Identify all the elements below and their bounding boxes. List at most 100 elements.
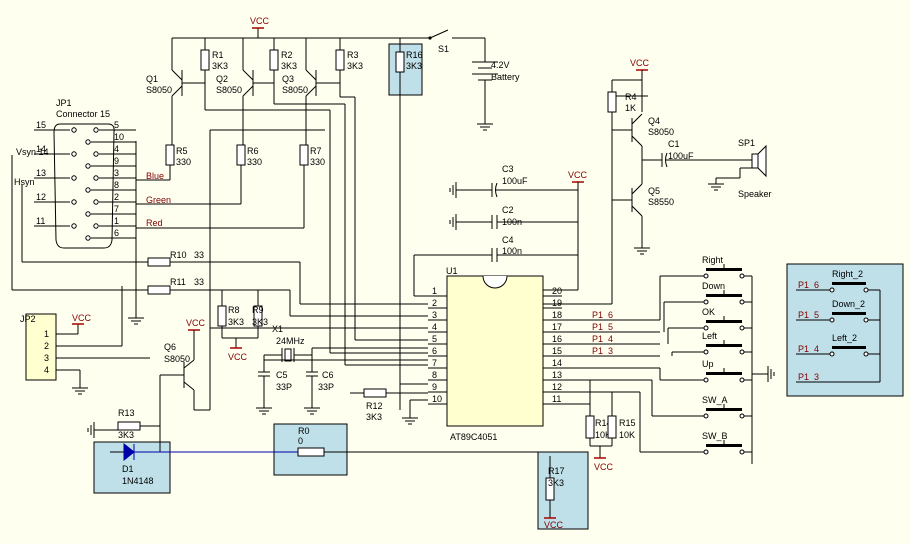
connector-pin-2: 2	[114, 192, 119, 202]
aux-net-p1-3: P1_3	[798, 372, 819, 382]
button-left[interactable]: Left	[678, 331, 752, 355]
aux-button-right-2[interactable]: Right_2	[820, 269, 880, 293]
button-sw-b[interactable]: SW_B	[678, 431, 752, 455]
q3-val: S8050	[282, 85, 308, 95]
q6-ref: Q6	[164, 342, 176, 352]
q1-val: S8050	[146, 85, 172, 95]
c4-val: 100n	[502, 246, 522, 256]
r1-ref: R1	[212, 50, 224, 60]
red-net: Red	[146, 218, 163, 228]
r15-ref: R15	[619, 418, 636, 428]
aux-button-down-2[interactable]: Down_2	[820, 299, 880, 323]
u1-pin-19: 19	[552, 298, 562, 308]
c3-ref: C3	[502, 164, 514, 174]
c6-ref: C6	[322, 370, 334, 380]
r10-val: 33	[194, 250, 204, 260]
r0-body	[297, 447, 325, 457]
jp2-ref: JP2	[20, 314, 36, 324]
aux-button-label-right-2: Right_2	[832, 269, 863, 279]
q1-ref: Q1	[146, 74, 158, 84]
q6-val: S8050	[164, 354, 190, 364]
r15-val: 10K	[619, 430, 635, 440]
connector-pin-15: 15	[36, 120, 46, 130]
aux-button-left-2[interactable]: Left_2	[820, 333, 880, 357]
button-right[interactable]: Right	[678, 255, 752, 279]
r5-val: 330	[176, 157, 191, 167]
r6-ref: R6	[247, 146, 259, 156]
q5-val: S8550	[648, 197, 674, 207]
r4-ref: R4	[625, 92, 637, 102]
r17-ref: R17	[548, 466, 565, 476]
r0-ref: R0	[298, 426, 310, 436]
vcc-audio: VCC	[630, 58, 650, 68]
u1-pin-11: 11	[552, 394, 561, 404]
q3-ref: Q3	[282, 74, 294, 84]
u1-val: AT89C4051	[450, 432, 497, 442]
r9-val: 3K3	[252, 317, 268, 327]
u1-pin-2: 2	[432, 298, 437, 308]
connector-pin-14: 14	[36, 144, 46, 154]
c2-val: 100n	[502, 217, 522, 227]
aux-net-p1-4: P1_4	[798, 344, 819, 354]
r13-ref: R13	[118, 408, 135, 418]
button-label-right: Right	[702, 255, 724, 265]
button-ok[interactable]: OK	[678, 307, 752, 331]
jp2-box	[25, 313, 57, 381]
c2-ref: C2	[502, 205, 514, 215]
vcc-chip: VCC	[568, 170, 588, 180]
button-sw-a[interactable]: SW_A	[678, 395, 752, 419]
jp1-val: Connector 15	[56, 109, 110, 119]
connector-pin-9: 9	[114, 156, 119, 166]
r16-val: 3K3	[406, 61, 422, 71]
jp1-ref: JP1	[56, 98, 72, 108]
vcc-q6: VCC	[186, 318, 206, 328]
battery-label: Battery	[491, 72, 520, 82]
r4-val: 1K	[625, 103, 636, 113]
q4-ref: Q4	[648, 116, 660, 126]
button-label-ok: OK	[702, 307, 715, 317]
vcc-r17: VCC	[544, 520, 564, 530]
r2-ref: R2	[281, 50, 293, 60]
x1-val: 24MHz	[276, 336, 305, 346]
r14-ref: R14	[595, 418, 612, 428]
aux-net-p1-5: P1_5	[798, 310, 819, 320]
u1-pin-3: 3	[432, 310, 437, 320]
speaker-icon	[751, 153, 759, 169]
vcc-top: VCC	[250, 16, 270, 26]
net-p1-4: P1_4	[592, 334, 613, 344]
port-nets: P1_6P1_5P1_4P1_3	[562, 310, 660, 357]
d1-val: 1N4148	[122, 476, 154, 486]
vcc-jp2: VCC	[72, 313, 92, 323]
r11-val: 33	[194, 277, 204, 287]
c6-val: 33P	[318, 382, 334, 392]
jp2-pin-3: 3	[44, 353, 49, 363]
u1-pin-12: 12	[552, 382, 562, 392]
r3-val: 3K3	[347, 61, 363, 71]
button-label-down: Down	[702, 281, 725, 291]
r6-val: 330	[247, 157, 262, 167]
u1-pin-14: 14	[552, 358, 562, 368]
button-label-left: Left	[702, 331, 718, 341]
r0-val: 0	[298, 436, 303, 446]
aux-buttons-panel	[786, 263, 904, 397]
c1-val: 100uF	[668, 151, 694, 161]
u1-pin-13: 13	[552, 370, 562, 380]
c5-val: 33P	[276, 382, 292, 392]
r8-ref: R8	[228, 305, 240, 315]
aux-button-label-left-2: Left_2	[832, 333, 857, 343]
blue-net: Blue	[146, 171, 164, 181]
u1-pin-9: 9	[432, 382, 437, 392]
diode-icon	[123, 442, 135, 462]
button-up[interactable]: Up	[678, 359, 752, 383]
sp1-ref: SP1	[738, 138, 755, 148]
db15-shell	[53, 123, 115, 249]
connector-pin-4: 4	[114, 144, 119, 154]
r10-ref: R10	[170, 250, 187, 260]
c4-ref: C4	[502, 235, 514, 245]
connector-pin-7: 7	[114, 204, 119, 214]
button-down[interactable]: Down	[678, 281, 752, 305]
